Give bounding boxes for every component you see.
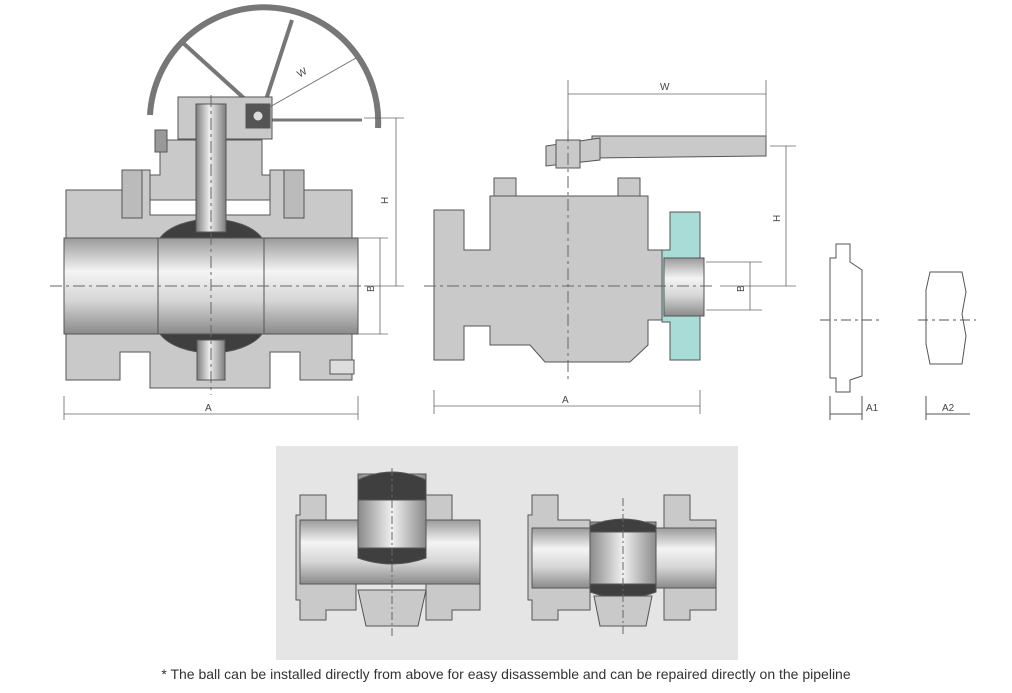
dim-label-b-outline: B [736, 285, 747, 292]
outline-body [433, 195, 671, 363]
dim-label-a-section: A [205, 403, 212, 414]
end-detail-rtj [820, 243, 880, 420]
dim-label-a-outline: A [562, 395, 569, 406]
dim-label-h-section: H [380, 197, 391, 204]
outline-view [424, 130, 767, 380]
caption: * The ball can be installed directly fro… [161, 666, 851, 682]
dim-label-a2: A2 [942, 403, 955, 414]
section-dimensions [63, 57, 404, 420]
outline-dimensions [433, 80, 796, 414]
assembly-step-ball-seated [527, 494, 717, 636]
dim-label-w-section: W [296, 66, 310, 81]
end-detail-bw [918, 271, 976, 420]
section-view [50, 4, 382, 395]
dim-label-h-outline: H [772, 215, 783, 222]
dim-label-a1: A1 [866, 403, 879, 414]
dim-label-b-section: B [366, 285, 377, 292]
lever-handle [591, 135, 767, 159]
handwheel [147, 4, 382, 129]
assembly-step-ball-lifted [295, 468, 481, 636]
dim-label-w-outline: W [660, 82, 670, 93]
